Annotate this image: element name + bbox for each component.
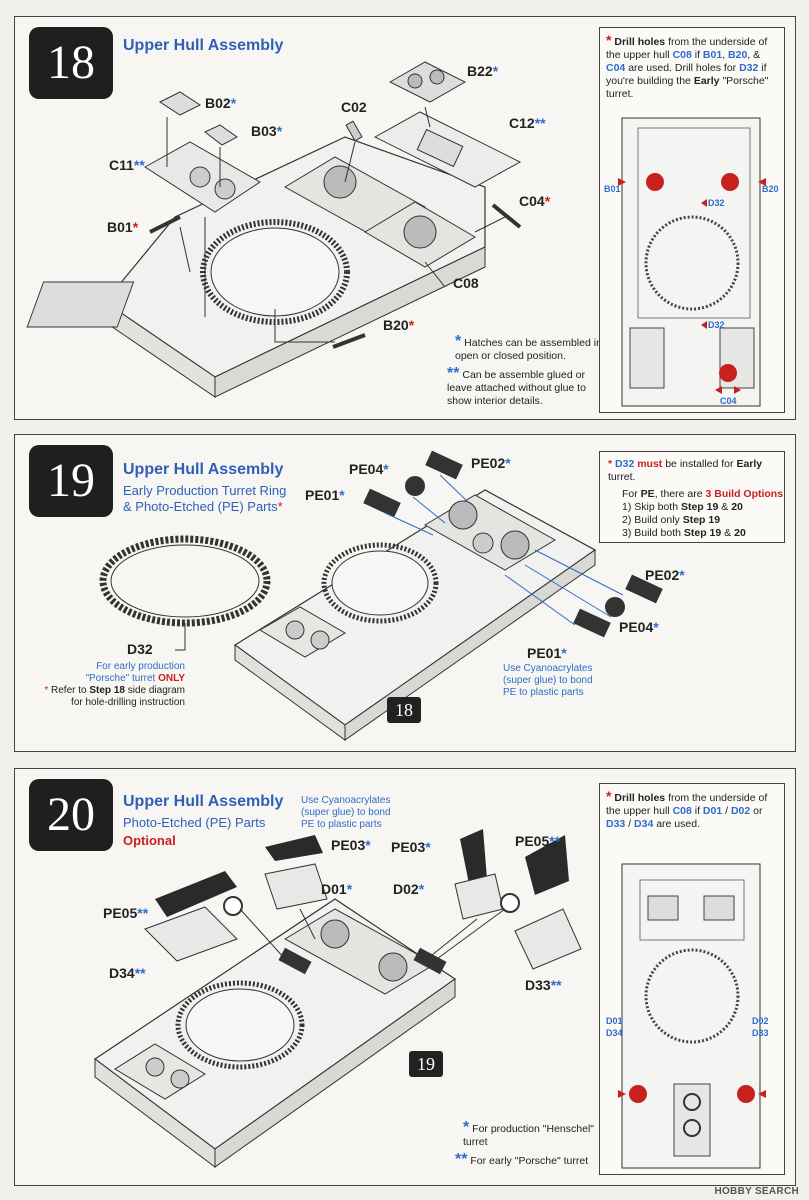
side-label-d33: D33 (752, 1028, 769, 1038)
side-label-b01: B01 (604, 184, 621, 194)
legend-henschel: * For production "Henschel" turret (463, 1119, 595, 1149)
drill-note-20: * Drill holes from the underside of the … (606, 788, 768, 830)
build-options-text: * D32 must be installed for Early turret… (608, 458, 784, 539)
drill-diagram-20: * Drill holes from the underside of the … (599, 783, 785, 1175)
label-pe01-bottom: PE01* (527, 645, 567, 661)
label-c04: C04* (519, 193, 551, 209)
label-pe01-top: PE01* (305, 487, 345, 503)
label-b03: B03* (251, 123, 283, 139)
hull-drawing-20 (93, 829, 582, 1168)
label-b20: B20* (383, 317, 415, 333)
label-b01: B01* (107, 219, 139, 235)
step-subtitle: Photo-Etched (PE) Parts (123, 815, 266, 830)
side-label-d02: D02 (752, 1016, 769, 1026)
hull-drawing-18 (26, 61, 522, 398)
label-d02: D02* (393, 881, 425, 897)
side-label-d01: D01 (606, 1016, 623, 1026)
label-pe02-bottom: PE02* (645, 567, 685, 583)
legend-single: * Hatches can be assembled in open or cl… (455, 333, 602, 363)
step-number: 19 (29, 445, 113, 517)
d32-note: For early production "Porsche" turret ON… (44, 661, 185, 708)
step-title: Upper Hull Assembly (123, 37, 284, 54)
label-c02: C02 (341, 99, 367, 115)
hull-underside-18 (618, 117, 766, 407)
step-number: 20 (29, 779, 113, 851)
step-title: Upper Hull Assembly (123, 793, 284, 810)
hull-drawing-19 (99, 450, 663, 741)
label-d34: D34** (109, 965, 146, 981)
step-18-panel: 18 Upper Hull Assembly (14, 16, 796, 420)
label-b22: B22* (467, 63, 499, 79)
step-19-panel: 19 Upper Hull Assembly Early Production … (14, 434, 796, 752)
label-pe02-top: PE02* (471, 455, 511, 471)
label-c08: C08 (453, 275, 479, 291)
label-d32: D32 (127, 641, 153, 657)
label-c11: C11** (109, 157, 145, 173)
drill-note-18: * Drill holes from the underside of the … (606, 32, 769, 100)
side-label-d34: D34 (606, 1028, 623, 1038)
step-ref-18: 18 (387, 697, 421, 723)
label-d33: D33** (525, 977, 562, 993)
step-20-panel: 20 Upper Hull Assembly Photo-Etched (PE)… (14, 768, 796, 1186)
step-ref-19: 19 (409, 1051, 443, 1077)
legend-double: ** Can be assemble glued or leave attach… (447, 365, 586, 408)
side-label-d32-top: D32 (708, 198, 725, 208)
step-subtitle-2: & Photo-Etched (PE) Parts* (123, 499, 283, 514)
label-pe05-left: PE05** (103, 905, 149, 921)
legend-porsche: ** For early "Porsche" turret (455, 1151, 589, 1168)
watermark: HOBBY SEARCH (714, 1186, 799, 1197)
side-label-d32-bottom: D32 (708, 320, 725, 330)
step-subtitle-1: Early Production Turret Ring (123, 483, 287, 498)
hull-underside-20 (618, 863, 766, 1169)
label-pe04-bottom: PE04* (619, 619, 659, 635)
label-pe04-top: PE04* (349, 461, 389, 477)
label-d01: D01* (321, 881, 353, 897)
side-label-b20: B20 (762, 184, 779, 194)
label-b02: B02* (205, 95, 237, 111)
drill-diagram-18: * Drill holes from the underside of the … (599, 27, 785, 413)
label-pe05-right: PE05** (515, 833, 561, 849)
step-number: 18 (29, 27, 113, 99)
label-c12: C12** (509, 115, 546, 131)
label-pe03-right: PE03* (391, 839, 431, 855)
label-pe03-left: PE03* (331, 837, 371, 853)
step-title: Upper Hull Assembly (123, 461, 284, 478)
side-label-c04: C04 (720, 396, 737, 406)
optional-label: Optional (123, 833, 176, 848)
build-options-box: * D32 must be installed for Early turret… (599, 451, 785, 543)
